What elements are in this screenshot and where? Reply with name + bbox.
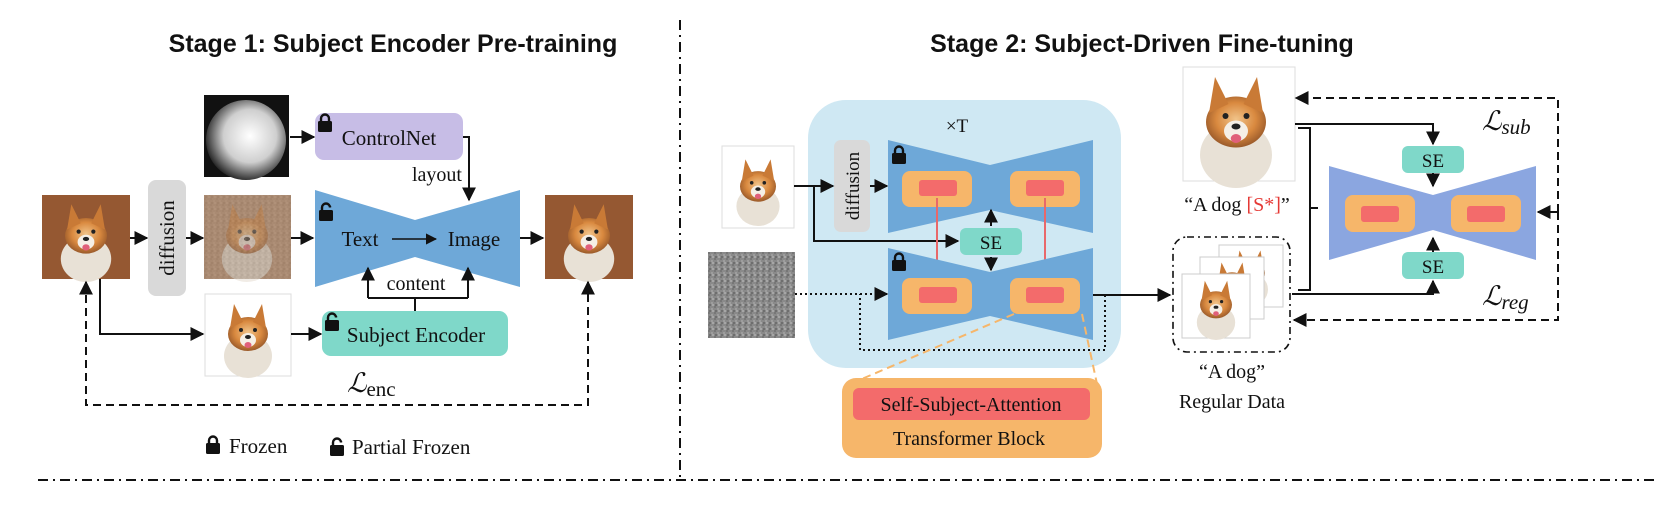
top-unet	[888, 140, 1093, 233]
controlnet-box	[315, 113, 463, 160]
bottom-unet	[888, 248, 1093, 340]
loss-enc-label: ℒenc	[347, 368, 396, 401]
output-dog-image	[545, 195, 633, 282]
diffusion-label: diffusion	[155, 200, 179, 276]
attn-inner	[919, 180, 957, 196]
sub-loss-path	[1294, 91, 1559, 212]
legend-partial-frozen: Partial Frozen	[352, 435, 471, 459]
subject-encoder-box	[322, 311, 508, 356]
layout-mask-image	[204, 95, 289, 180]
self-subject-attention-label: Self-Subject-Attention	[880, 394, 1061, 416]
attn-inner	[1361, 206, 1399, 222]
unlock-icon	[328, 437, 346, 458]
stage2-title: Stage 2: Subject-Driven Fine-tuning	[930, 30, 1354, 58]
se-box-top	[1402, 146, 1464, 173]
stage1-title: Stage 1: Subject Encoder Pre-training	[169, 30, 618, 58]
lock-icon	[204, 435, 222, 456]
regular-dog-images	[1181, 244, 1284, 340]
attn-inner	[1026, 180, 1064, 196]
times-t-label: ×T	[946, 116, 969, 137]
se-box-center	[960, 228, 1022, 255]
regular-data-label: Regular Data	[1179, 391, 1285, 413]
noisy-dog-image	[204, 195, 291, 282]
input-dog-stage2	[721, 145, 795, 229]
se-box-bottom	[1402, 252, 1464, 279]
se-label: SE	[1422, 151, 1444, 172]
input-dog-image	[42, 195, 130, 282]
loss-reg-label: ℒreg	[1482, 281, 1529, 314]
image-label: Image	[448, 227, 500, 251]
reg-loss-path	[1292, 212, 1559, 327]
controlnet-label: ControlNet	[342, 126, 437, 150]
attn-inner	[919, 287, 957, 303]
se-label: SE	[980, 233, 1002, 254]
self-subject-attention-box	[853, 388, 1090, 420]
text-label: Text	[341, 227, 378, 251]
noise-image	[708, 252, 795, 338]
subject-dog-stage2	[1182, 66, 1296, 188]
regular-data-box	[1172, 236, 1291, 353]
regular-prompt: “A dog”	[1199, 361, 1265, 383]
diffusion-label-stage2: diffusion	[843, 151, 864, 220]
subject-dog-image	[204, 293, 292, 378]
diffusion-box	[148, 180, 186, 296]
loss-sub-label: ℒsub	[1482, 106, 1531, 139]
content-label: content	[387, 273, 446, 295]
layout-label: layout	[412, 164, 462, 186]
attn-inner	[1026, 287, 1064, 303]
attn-inner	[1467, 206, 1505, 222]
diffusion-box-stage2	[834, 140, 870, 232]
transformer-block-label: Transformer Block	[893, 428, 1045, 450]
subject-prompt: “A dog [S*]”	[1184, 194, 1290, 216]
right-unet	[1329, 166, 1536, 260]
subject-encoder-label: Subject Encoder	[347, 323, 485, 347]
legend-frozen: Frozen	[229, 434, 288, 458]
se-label: SE	[1422, 257, 1444, 278]
